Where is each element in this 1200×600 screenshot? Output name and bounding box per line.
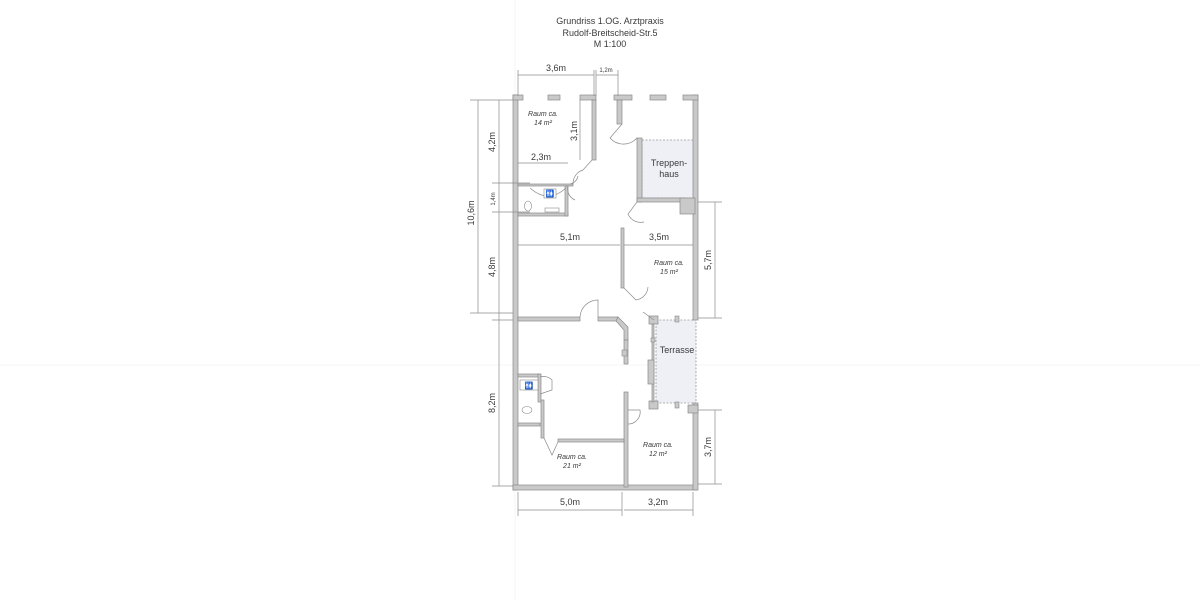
stairwell-label-1: Treppen- [651, 158, 687, 168]
stairwell: Treppen- haus [641, 139, 698, 199]
walls [512, 94, 699, 491]
svg-text:🚻: 🚻 [546, 189, 555, 198]
dim-right-upper: 5,7m [703, 250, 713, 270]
dim-bottom-left: 5,0m [560, 497, 580, 507]
dimension-lines [470, 70, 722, 516]
dim-left-upper: 4,2m [487, 132, 497, 152]
dim-left-middle: 1,4m [491, 192, 497, 205]
dim-right-lower: 3,7m [703, 437, 713, 457]
dim-bottom-right: 3,2m [648, 497, 668, 507]
dim-left-lower: 4,8m [487, 257, 497, 277]
room-15-area: 15 m² [660, 269, 679, 276]
dim-top-left: 3,6m [546, 63, 566, 73]
room-15-label: Raum ca. [654, 260, 684, 267]
room-12-label: Raum ca. [643, 442, 673, 449]
doors [539, 123, 655, 456]
plan-title: Grundriss 1.OG. Arztpraxis [556, 16, 664, 26]
dim-inner-room-depth: 3,1m [569, 121, 579, 141]
dim-left-total: 10,6m [466, 200, 476, 225]
plan-scale: M 1:100 [593, 39, 627, 49]
title-block: Grundriss 1.OG. Arztpraxis Rudolf-Breits… [520, 16, 700, 51]
room-21-area: 21 m² [562, 463, 582, 470]
room-15: Raum ca. 15 m² [654, 260, 684, 276]
dim-inner-wc-width: 2,3m [531, 152, 551, 162]
room-21-label: Raum ca. [557, 454, 587, 461]
terrace: Terrasse [655, 319, 697, 404]
room-12: Raum ca. 12 m² [643, 442, 673, 458]
room-14-area: 14 m² [534, 120, 553, 127]
room-21: Raum ca. 21 m² [557, 454, 587, 470]
dim-top-small: 1,2m [599, 68, 612, 74]
dim-mid-right: 3,5m [649, 232, 669, 242]
room-14-label: Raum ca. [528, 111, 558, 118]
terrace-label: Terrasse [660, 345, 695, 355]
plan-address: Rudolf-Breitscheid-Str.5 [562, 27, 658, 38]
terrace-windows [621, 315, 680, 409]
dim-mid-left: 5,1m [560, 232, 580, 242]
stairwell-label-2: haus [659, 169, 679, 179]
sanitary-lower: 🚻 [519, 379, 539, 414]
dim-left-bottom: 8,2m [487, 393, 497, 413]
sanitary-upper: 🚻 [524, 187, 567, 213]
svg-text:🚻: 🚻 [525, 381, 534, 390]
room-14: Raum ca. 14 m² [528, 111, 558, 127]
room-12-area: 12 m² [649, 451, 668, 458]
